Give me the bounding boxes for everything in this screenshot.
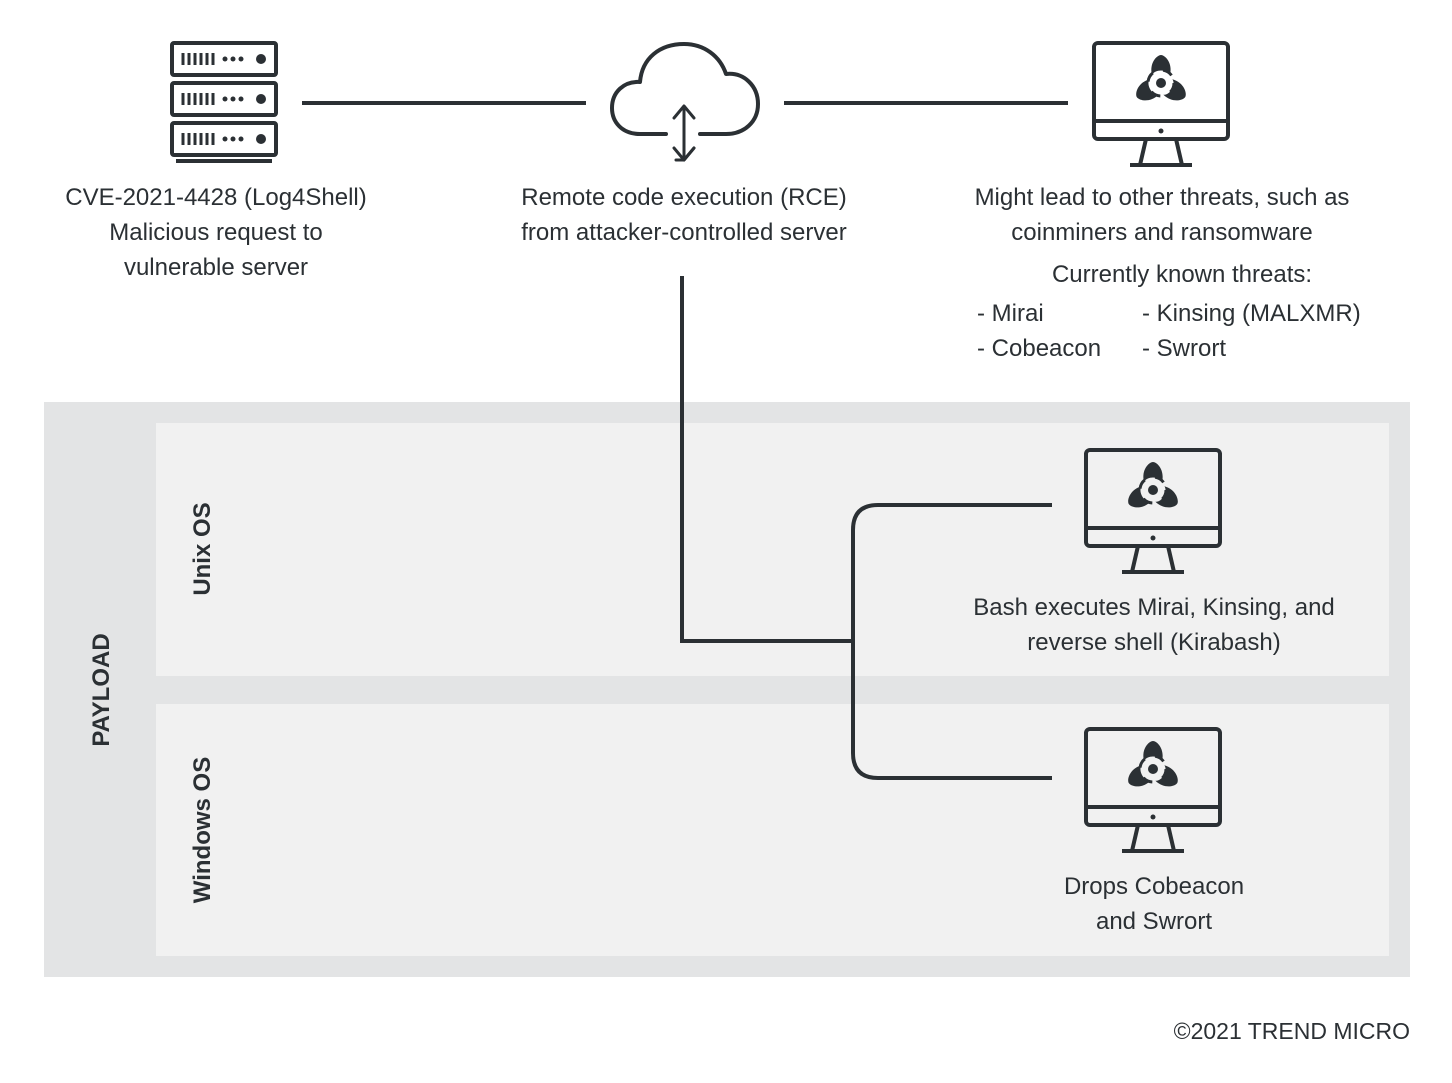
biohazard-monitor-icon-top [1092, 41, 1230, 167]
unix-os-panel [156, 423, 1389, 676]
windows-os-panel [156, 704, 1389, 956]
known-threats-title: Currently known threats: [1051, 261, 1313, 288]
server-caption-line: CVE-2021-4428 (Log4Shell) [65, 184, 367, 211]
unix-caption-line: reverse shell (Kirabash) [1027, 629, 1281, 656]
known-threat-item: - Swrort [1142, 335, 1226, 362]
biohazard-monitor-icon-windows [1084, 727, 1222, 853]
server-rack-icon [170, 41, 278, 163]
server-caption-line: Malicious request to [109, 219, 323, 246]
threat-caption: Might lead to other threats, such as coi… [942, 180, 1382, 250]
cloud-sync-icon [610, 42, 760, 162]
windows-caption: Drops Cobeacon and Swrort [1004, 869, 1304, 939]
windows-caption-line: Drops Cobeacon [1063, 873, 1245, 900]
threat-caption-line: coinminers and ransomware [1011, 219, 1313, 246]
unix-caption-line: Bash executes Mirai, Kinsing, and [973, 594, 1335, 621]
known-threat-item: - Kinsing (MALXMR) [1142, 300, 1361, 327]
rce-caption-line: Remote code execution (RCE) [521, 184, 847, 211]
server-caption: CVE-2021-4428 (Log4Shell) Malicious requ… [16, 180, 416, 285]
biohazard-monitor-icon-unix [1084, 448, 1222, 574]
rce-caption: Remote code execution (RCE) from attacke… [474, 180, 894, 250]
threat-caption-line: Might lead to other threats, such as [974, 184, 1350, 211]
connector-rce-payload [680, 276, 853, 643]
windows-caption-line: and Swrort [1095, 908, 1213, 935]
known-threat-item: - Cobeacon [977, 335, 1102, 362]
copyright: ©2021 TREND MICRO [1173, 1018, 1410, 1044]
connector-branch-unix [851, 503, 1052, 780]
unix-caption: Bash executes Mirai, Kinsing, and revers… [944, 590, 1364, 660]
server-caption-line: vulnerable server [123, 254, 309, 281]
known-threat-item: - Mirai [977, 300, 1044, 327]
rce-caption-line: from attacker-controlled server [521, 219, 847, 246]
